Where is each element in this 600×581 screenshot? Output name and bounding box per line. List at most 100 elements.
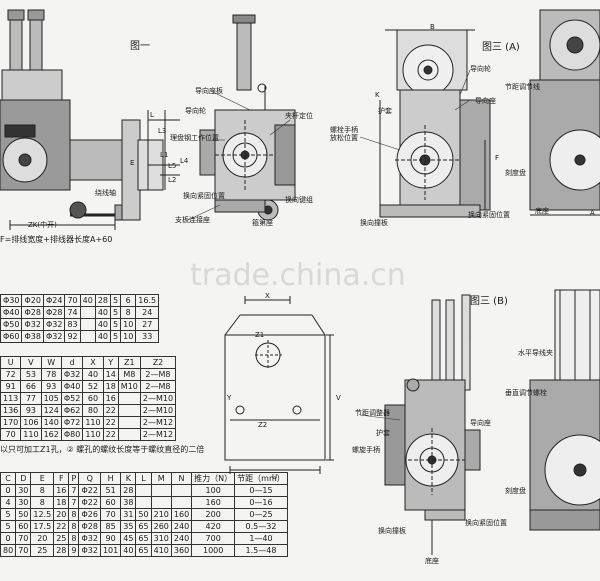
table2-cell: 77 (20, 392, 42, 405)
table2-cell: 110 (82, 428, 104, 441)
fig1-label-zk: ZK(中开) (28, 221, 57, 229)
fig3b-label-screw-handle: 螺旋手柄 (352, 446, 380, 454)
table3-cell: 18 (53, 496, 70, 509)
table3-cell (135, 484, 152, 497)
side-label-z1: Z1 (255, 331, 265, 339)
table1-cell: Φ32 (42, 318, 66, 331)
table3-cell: 160 (170, 508, 193, 521)
table1-cell (79, 330, 96, 343)
table2-cell: 53 (20, 368, 42, 381)
table3-cell (150, 496, 172, 509)
table3-header-cell: N (170, 472, 193, 485)
fig1-label-clamp-position: 夹杆定位 (285, 112, 313, 120)
side-label-v: V (336, 394, 341, 402)
table3-cell: 0—25 (234, 508, 288, 521)
table3-header-cell: H (99, 472, 122, 485)
table1-cell: Φ40 (0, 306, 23, 319)
table2-cell: 105 (40, 392, 62, 405)
table1-cell: 27 (135, 318, 160, 331)
table1-cell: 5 (110, 330, 122, 343)
table2-cell: 22 (102, 404, 119, 417)
table3-cell: 60 (99, 496, 122, 509)
fig3a-title: 图三 (A) (482, 42, 520, 53)
table3-header-cell: C (0, 472, 17, 485)
fig1-label-l5: L5 (168, 162, 177, 170)
table3-cell: 8 (68, 520, 80, 533)
table3-cell: 22 (53, 520, 70, 533)
fig3a-label-handle-loose: 螺栓手柄 放松位置 (330, 126, 358, 143)
table2-cell: 136 (0, 404, 22, 417)
table2-cell: 162 (40, 428, 62, 441)
table3-cell: 51 (99, 484, 122, 497)
table3-cell: 0—15 (234, 484, 288, 497)
table2-cell: Φ32 (60, 368, 84, 381)
table3-cell: 28 (120, 484, 137, 497)
table1-cell: 40 (94, 318, 112, 331)
table3-cell: 360 (170, 544, 193, 557)
fig3a-label-base: 底座 (535, 207, 549, 215)
table2-cell: 124 (40, 404, 62, 417)
table1-cell: 6 (120, 294, 137, 307)
table3-cell: 30 (15, 496, 32, 509)
table3-cell: 70 (99, 508, 122, 521)
table2-cell: Φ80 (60, 428, 84, 441)
fig1-label-hoop-seat: 箍第座 (252, 219, 273, 227)
table2-cell: 52 (82, 380, 104, 393)
table1-cell: Φ60 (0, 330, 23, 343)
fig3a-label-guide-wheel: 导向轮 (470, 65, 491, 73)
fig3b-label-base: 底座 (425, 557, 439, 565)
fig1-label-guide-seat-plate: 导向座板 (195, 87, 223, 95)
table3-cell: 65 (135, 544, 152, 557)
table2-cell: 14 (102, 368, 119, 381)
table2-cell: 66 (20, 380, 42, 393)
table2-cell: 2—M10 (139, 392, 177, 405)
fig1-label-support-seat: 支板连接座 (175, 216, 210, 224)
table3-cell: 85 (99, 520, 122, 533)
fig3a-label-reverse-plate: 换向撞板 (360, 219, 388, 227)
table3-cell: 160 (191, 496, 236, 509)
table2-cell: 113 (0, 392, 22, 405)
table2-header-cell: Y (102, 356, 119, 369)
fig1-label-l3: L3 (158, 127, 167, 135)
table3-header-cell: K (120, 472, 137, 485)
fig1-label-work-position: 理盘钢工作位置 (170, 134, 219, 142)
table3-cell: 65 (135, 532, 152, 545)
table3-cell: 240 (170, 532, 193, 545)
table1-cell: 74 (64, 306, 81, 319)
table3-cell: 50 (135, 508, 152, 521)
table1-cell: 70 (64, 294, 81, 307)
table3-cell: 35 (120, 520, 137, 533)
side-label-z2: Z2 (258, 421, 268, 429)
table3-cell: 310 (150, 532, 172, 545)
fig1-label-l4: L4 (180, 157, 189, 165)
table3-cell: 8 (30, 484, 55, 497)
fig3b-label-guide-seat: 导向座 (470, 419, 491, 427)
fig3a-label-b: B (430, 23, 435, 31)
table3-cell: 31 (120, 508, 137, 521)
table3-cell: Φ26 (78, 508, 101, 521)
fig3b-label-pitch-adjuster: 节距调整器 (355, 409, 390, 417)
table2-cell: 72 (0, 368, 22, 381)
table3-cell: 38 (120, 496, 137, 509)
table3-cell: 80 (0, 544, 17, 557)
table1-cell: 10 (120, 330, 137, 343)
table1-cell: Φ38 (21, 330, 44, 343)
side-label-x: X (265, 292, 270, 300)
table2-cell: 2—M8 (139, 368, 177, 381)
table2-cell: 91 (0, 380, 22, 393)
table3-header-cell: F (53, 472, 70, 485)
table1-cell: Φ28 (21, 306, 44, 319)
table3-cell: 30 (15, 484, 32, 497)
fig1-label-l2: L2 (168, 176, 177, 184)
table2-cell: 16 (102, 392, 119, 405)
table2-header-cell: W (40, 356, 62, 369)
